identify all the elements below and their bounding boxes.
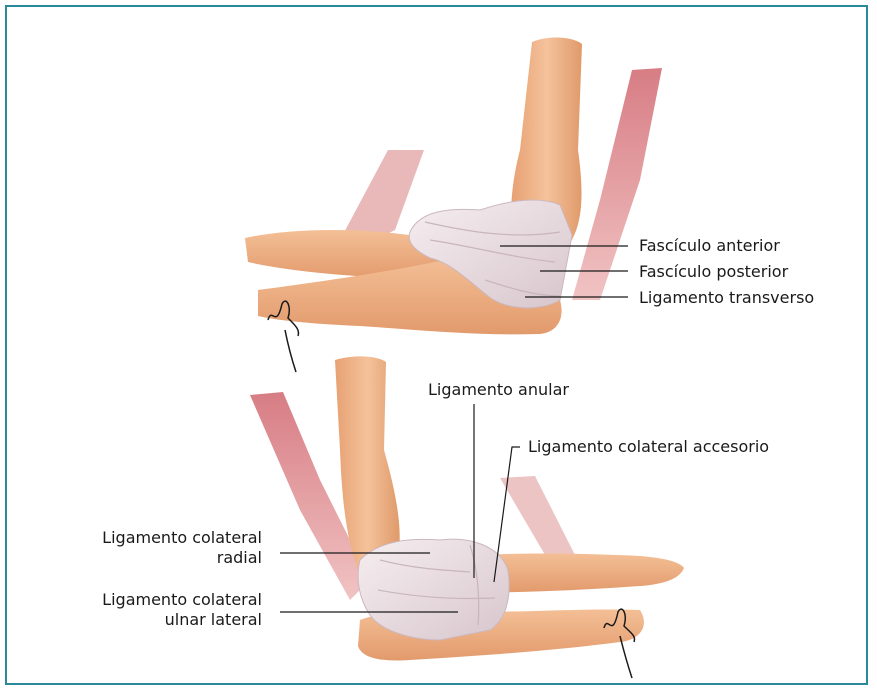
bottom-right-tendon [500,476,575,560]
label-ulnar-line2: ulnar lateral [40,610,262,630]
bottom-ligament-mass [358,539,509,640]
label-ligamento-colateral-ulnar-lateral: Ligamento colateral ulnar lateral [40,590,262,630]
label-radial-line1: Ligamento colateral [40,528,262,548]
label-ligamento-transverso: Ligamento transverso [639,288,814,308]
label-ulnar-line1: Ligamento colateral [40,590,262,610]
label-ligamento-anular: Ligamento anular [428,380,569,400]
bottom-elbow-view [250,356,684,678]
label-radial-line2: radial [40,548,262,568]
label-ligamento-colateral-accesorio: Ligamento colateral accesorio [528,437,769,457]
top-elbow-view [245,38,662,372]
label-fasciculo-anterior: Fascículo anterior [639,236,780,256]
label-fasciculo-posterior: Fascículo posterior [639,262,788,282]
label-ligamento-colateral-radial: Ligamento colateral radial [40,528,262,568]
